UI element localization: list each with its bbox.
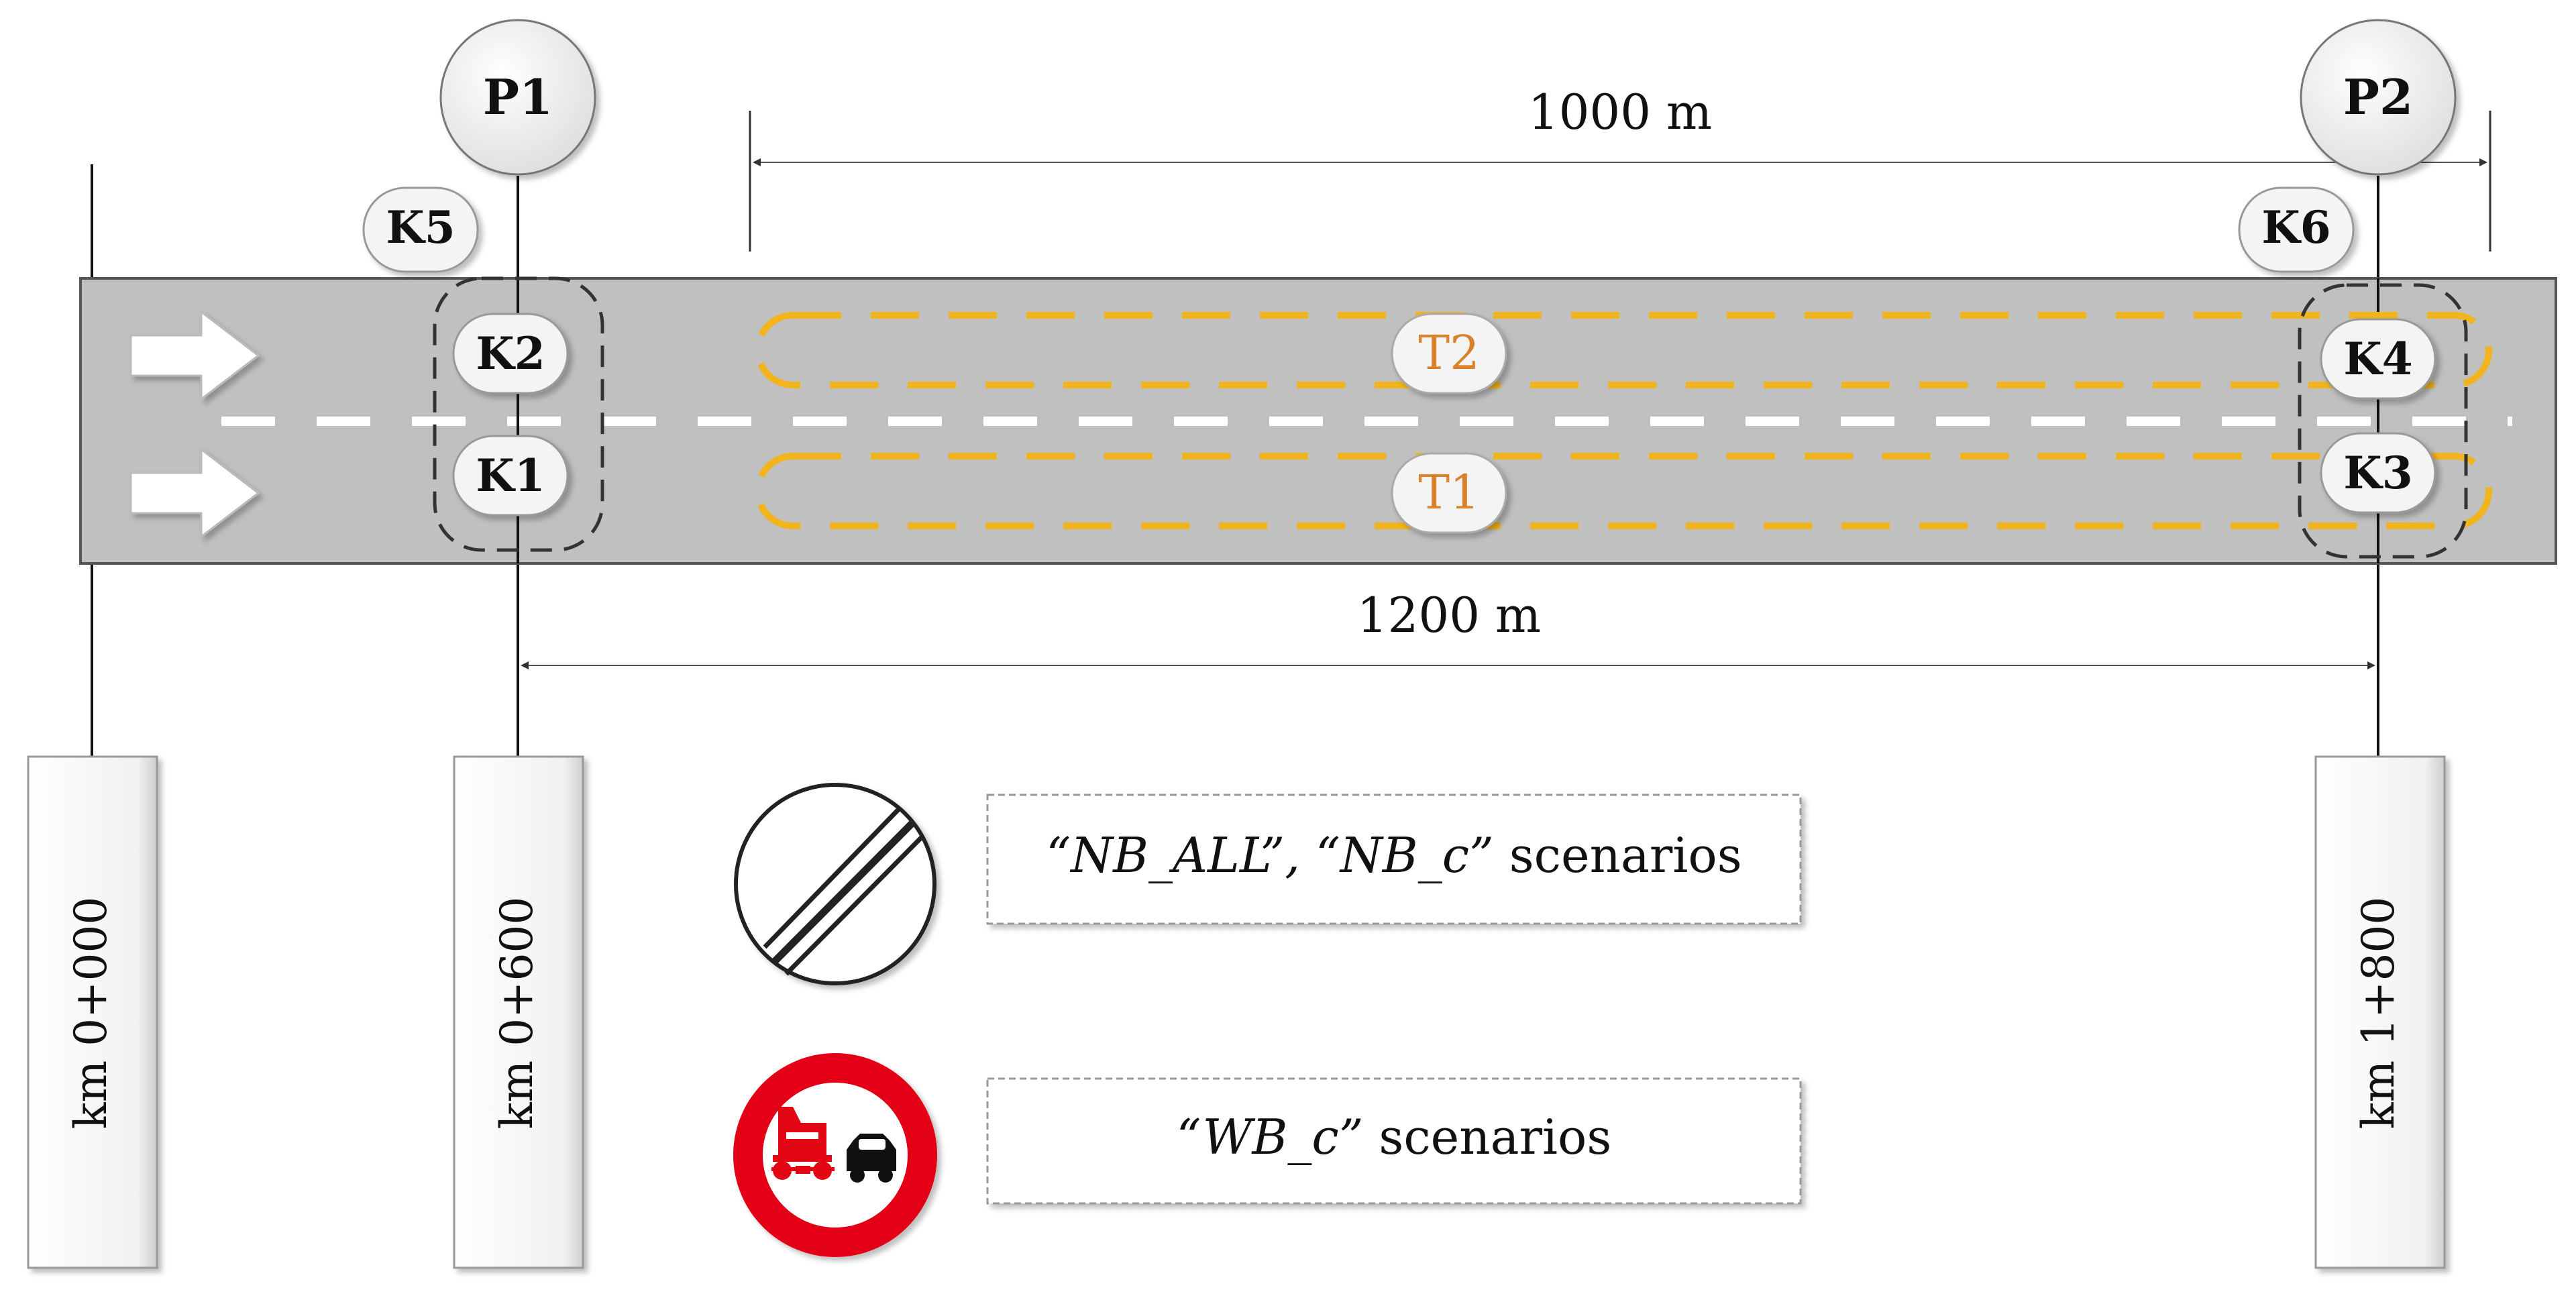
legend-nb-text: “NB_ALL”, “NB_c” scenarios [1046,827,1741,883]
detector-k4: K4 [2320,318,2436,400]
svg-text:km 1+800: km 1+800 [2353,897,2404,1130]
point-p1: P1 [439,19,596,176]
svg-text:K5: K5 [386,201,455,254]
legend-wb-text: “WB_c” scenarios [1177,1109,1612,1165]
svg-text:K4: K4 [2343,333,2412,385]
arrow-right-icon [129,447,260,539]
km-post-1800: km 1+800 [2314,755,2446,1269]
segment-t1-label: T1 [1418,465,1479,520]
point-p2: P2 [2300,19,2457,176]
point-p2-label: P2 [2343,68,2413,125]
segment-t2-outline [755,312,2492,388]
detector-k3: K3 [2320,432,2436,514]
top-distance-label: 1000 m [1528,84,1712,140]
detector-group-p1 [433,276,604,552]
km-post-0: km 0+000 [27,755,158,1269]
svg-text:K3: K3 [2343,447,2412,499]
detector-k1: K1 [452,435,569,517]
svg-text:km 0+600: km 0+600 [491,897,543,1130]
detector-group-p2 [2298,283,2468,559]
legend-nb-box [986,794,1802,925]
svg-text:K2: K2 [476,327,545,380]
svg-text:K6: K6 [2261,201,2330,254]
arrow-right-icon [129,309,260,402]
detector-k5: K5 [362,186,479,273]
point-p1-label: P1 [483,68,553,125]
svg-text:K1: K1 [476,449,545,502]
segment-t1-outline [755,453,2492,529]
detector-k2: K2 [452,313,569,394]
no-overtaking-trucks-sign-icon [733,1053,937,1257]
detector-k6: K6 [2238,186,2355,273]
legend-wb-box [986,1077,1802,1205]
end-of-restriction-sign-icon [734,783,936,985]
segment-t2-label: T2 [1418,325,1479,380]
bottom-distance-label: 1200 m [1357,587,1541,643]
segment-t1-label-badge: T1 [1391,452,1507,534]
segment-t2-label-badge: T2 [1391,313,1507,394]
svg-text:km 0+000: km 0+000 [65,897,117,1130]
km-post-600: km 0+600 [453,755,584,1269]
